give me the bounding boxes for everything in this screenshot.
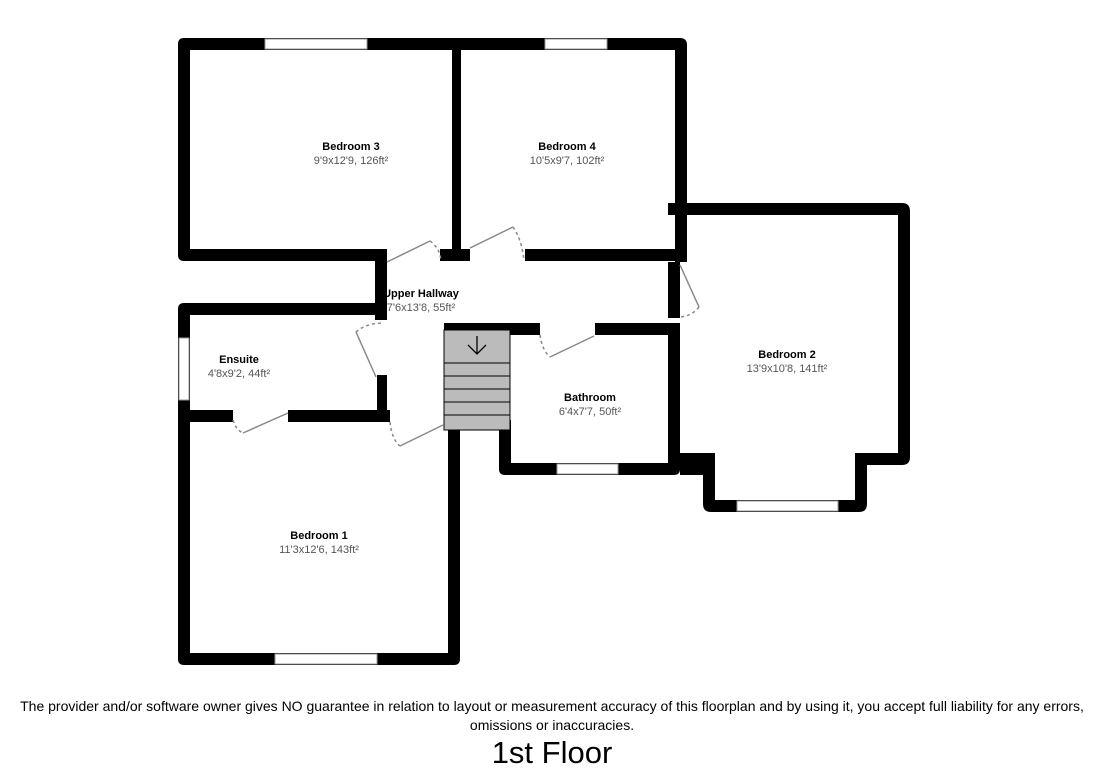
room-dims-bedroom3: 9'9x12'9, 126ft² (314, 155, 389, 167)
room-name-ensuite: Ensuite (219, 354, 259, 366)
room-name-bedroom1: Bedroom 1 (290, 530, 347, 542)
doors (232, 226, 700, 447)
room-dims-bathroom: 6'4x7'7, 50ft² (559, 406, 622, 418)
windows (178, 38, 839, 665)
floor-label: 1st Floor (491, 735, 613, 770)
stairs (443, 329, 511, 431)
disclaimer-text: The provider and/or software owner gives… (20, 698, 1084, 733)
room-name-bathroom: Bathroom (564, 392, 616, 404)
room-name-bedroom3: Bedroom 3 (322, 141, 379, 153)
room-dims-bedroom2: 13'9x10'8, 141ft² (747, 363, 828, 375)
room-dims-bedroom4: 10'5x9'7, 102ft² (530, 155, 605, 167)
room-name-bedroom4: Bedroom 4 (538, 141, 596, 153)
room-dims-ensuite: 4'8x9'2, 44ft² (208, 368, 271, 380)
room-dims-bedroom1: 11'3x12'6, 143ft² (279, 544, 359, 556)
room-labels: Bedroom 3 9'9x12'9, 126ft² Bedroom 4 10'… (208, 141, 828, 556)
room-name-hallway: Upper Hallway (383, 288, 460, 300)
room-dims-hallway: 7'6x13'8, 55ft² (387, 302, 456, 314)
walls (178, 38, 910, 665)
arrow-down-icon (467, 336, 487, 355)
room-name-bedroom2: Bedroom 2 (758, 349, 815, 361)
